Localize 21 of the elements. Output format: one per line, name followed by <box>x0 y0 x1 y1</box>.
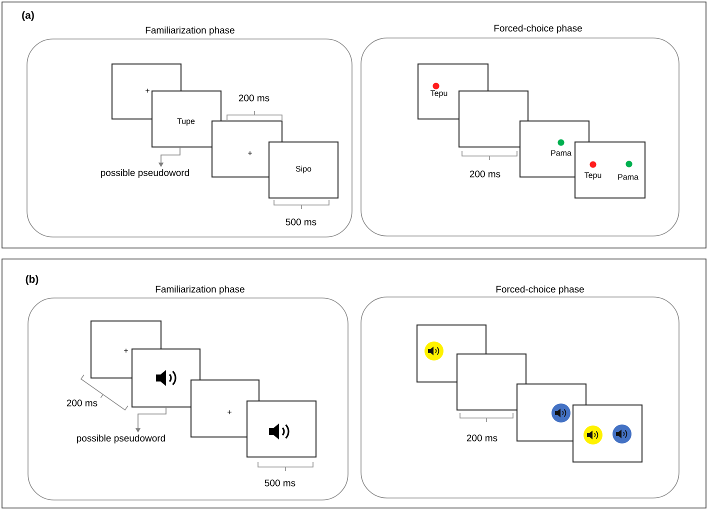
duration-label: 200 ms <box>466 434 498 442</box>
duration-label: 200 ms <box>66 400 98 406</box>
phase-heading: Familiarization phase <box>146 26 234 36</box>
duration-label: 500 ms <box>264 480 296 486</box>
screen-frame: Tepu Pama <box>574 142 646 198</box>
screen-frame <box>246 400 316 458</box>
duration-label: 500 ms <box>286 218 316 226</box>
phase-heading: Forced-choice phase <box>494 24 582 34</box>
duration-label: 200 ms <box>470 170 500 178</box>
screen-frame <box>132 348 200 408</box>
screen-frame <box>458 90 528 148</box>
duration-label: 200 ms <box>238 94 270 102</box>
panel-label: (b) <box>26 275 38 285</box>
screen-frame <box>456 354 526 410</box>
phase-heading: Forced-choice phase <box>496 286 584 294</box>
phase-heading: Familiarization phase <box>156 286 244 294</box>
screen-frame: Tupe <box>152 90 222 148</box>
screen-frame: Sipo <box>268 142 338 198</box>
note-text: possible pseudoword <box>77 434 165 444</box>
panel-label: (a) <box>22 11 34 21</box>
note-text: possible pseudoword <box>101 169 189 178</box>
